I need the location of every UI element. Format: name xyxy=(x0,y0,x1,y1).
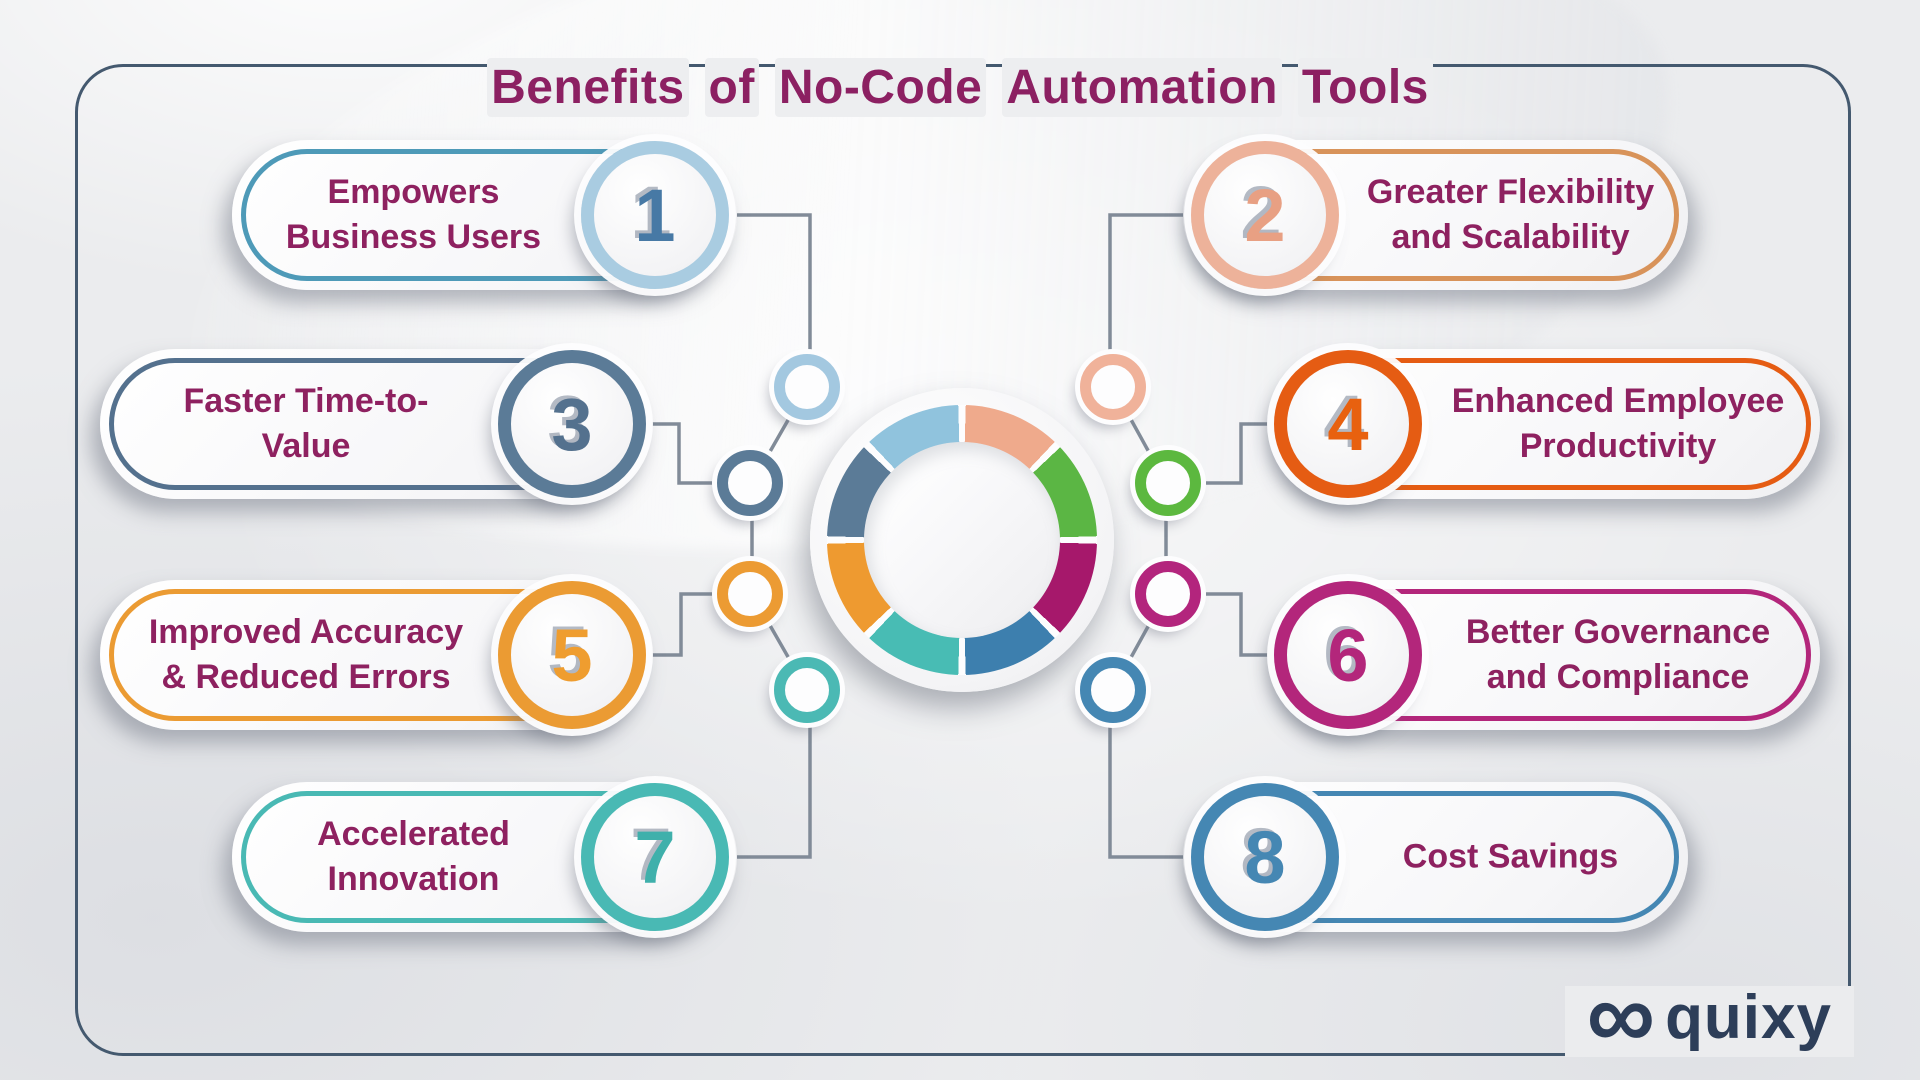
donut-chart-center xyxy=(864,442,1060,638)
benefit-number-circle: 2 xyxy=(1191,141,1339,289)
benefit-label: Improved Accuracy& Reduced Errors xyxy=(148,613,464,696)
node-chain-line xyxy=(750,386,809,691)
benefit-number-circle: 7 xyxy=(581,783,729,931)
benefit-number: 7 xyxy=(634,815,676,899)
benefit-number: 4 xyxy=(1327,382,1369,466)
quixy-logo: ∞ quixy xyxy=(1564,967,1854,1063)
title-word: Tools xyxy=(1297,58,1433,118)
benefit-number: 8 xyxy=(1244,815,1286,899)
benefit-number-circle: 4 xyxy=(1274,350,1422,498)
title-word: Benefits xyxy=(487,58,689,118)
pill-connector-line xyxy=(1206,592,1268,657)
benefit-pill-5: Improved Accuracy& Reduced Errors 5 xyxy=(100,580,652,730)
benefit-number: 5 xyxy=(551,613,593,697)
connector-node-2 xyxy=(1080,354,1146,420)
benefit-pill-8: Cost Savings 8 xyxy=(1183,782,1688,932)
quixy-logo-text: quixy xyxy=(1665,983,1832,1052)
pill-connector-line xyxy=(652,422,712,485)
connector-node-1 xyxy=(774,354,840,420)
benefit-number: 3 xyxy=(551,382,593,466)
connector-node-3 xyxy=(717,450,783,516)
benefit-pill-3: Faster Time-to-Value 3 xyxy=(100,349,652,499)
benefit-label: Cost Savings xyxy=(1402,837,1619,876)
benefit-number-circle: 3 xyxy=(498,350,646,498)
benefit-number-circle: 5 xyxy=(498,581,646,729)
connector-node-5 xyxy=(717,561,783,627)
benefit-number-circle: 6 xyxy=(1274,581,1422,729)
pill-connector-line xyxy=(1108,726,1183,859)
benefit-number: 1 xyxy=(634,173,676,257)
pill-connector-line xyxy=(737,213,812,351)
title-word: No-Code xyxy=(774,58,987,118)
benefit-label: Faster Time-to-Value xyxy=(183,382,429,465)
quixy-infinity-icon: ∞ xyxy=(1586,961,1656,1069)
title-word: of xyxy=(704,58,759,118)
connector-node-8 xyxy=(1080,657,1146,723)
connector-node-4 xyxy=(1135,450,1201,516)
benefit-number: 6 xyxy=(1327,613,1369,697)
benefit-number-circle: 8 xyxy=(1191,783,1339,931)
pill-connector-line xyxy=(737,726,812,859)
benefit-number: 2 xyxy=(1244,173,1286,257)
benefit-number-circle: 1 xyxy=(581,141,729,289)
connector-node-6 xyxy=(1135,561,1201,627)
pill-connector-line xyxy=(1206,422,1268,485)
connector-node-7 xyxy=(774,657,840,723)
node-chain-line xyxy=(1111,386,1168,691)
pill-connector-line xyxy=(1108,213,1183,351)
pill-connector-line xyxy=(652,592,712,657)
title-word: Automation xyxy=(1002,58,1282,118)
